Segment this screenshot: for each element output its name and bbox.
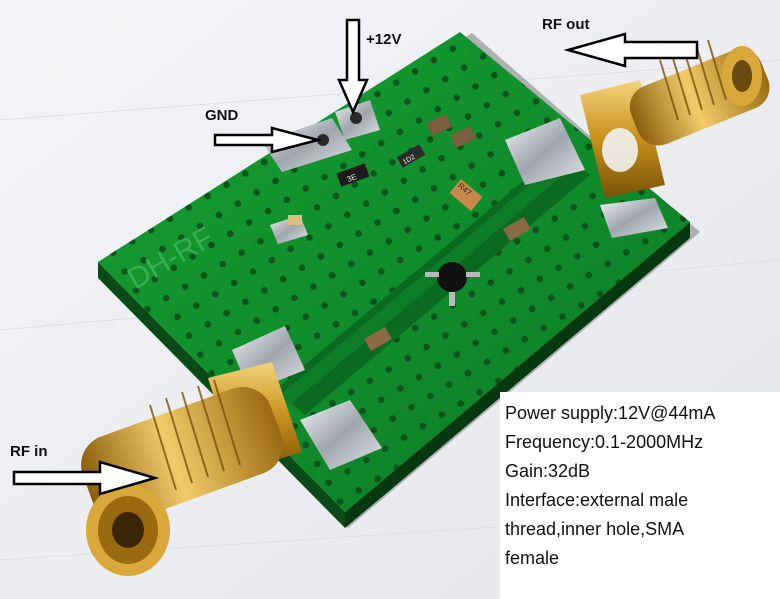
spec-interface-line1: Interface:external male: [505, 490, 689, 510]
gnd-label: GND: [205, 107, 239, 124]
rf-in-label: RF in: [10, 443, 48, 460]
spec-gain: Gain:32dB: [505, 461, 591, 481]
vcc-arrow: [337, 18, 369, 116]
spec-power-supply: Power supply:12V@44mA: [505, 403, 716, 423]
smd-components: 3E 1D2 R47: [288, 114, 531, 352]
rf-in-arrow: [12, 460, 160, 496]
rf-out-label: RF out: [542, 16, 590, 33]
spec-frequency: Frequency:0.1-2000MHz: [505, 432, 704, 452]
gnd-arrow: [213, 126, 323, 154]
specs-panel: [500, 392, 780, 599]
specs-text: Power supply:12V@44mA Frequency:0.1-2000…: [505, 399, 775, 573]
rf-out-arrow: [563, 32, 699, 68]
component-marking-3e: 3E: [346, 172, 358, 184]
spec-interface-line2: thread,inner hole,SMA: [505, 519, 685, 539]
spec-interface-line3: female: [505, 548, 560, 568]
rf-in-sma-connector: [81, 362, 302, 576]
vcc-label: +12V: [366, 31, 402, 48]
rf-out-sma-connector: [580, 39, 770, 198]
